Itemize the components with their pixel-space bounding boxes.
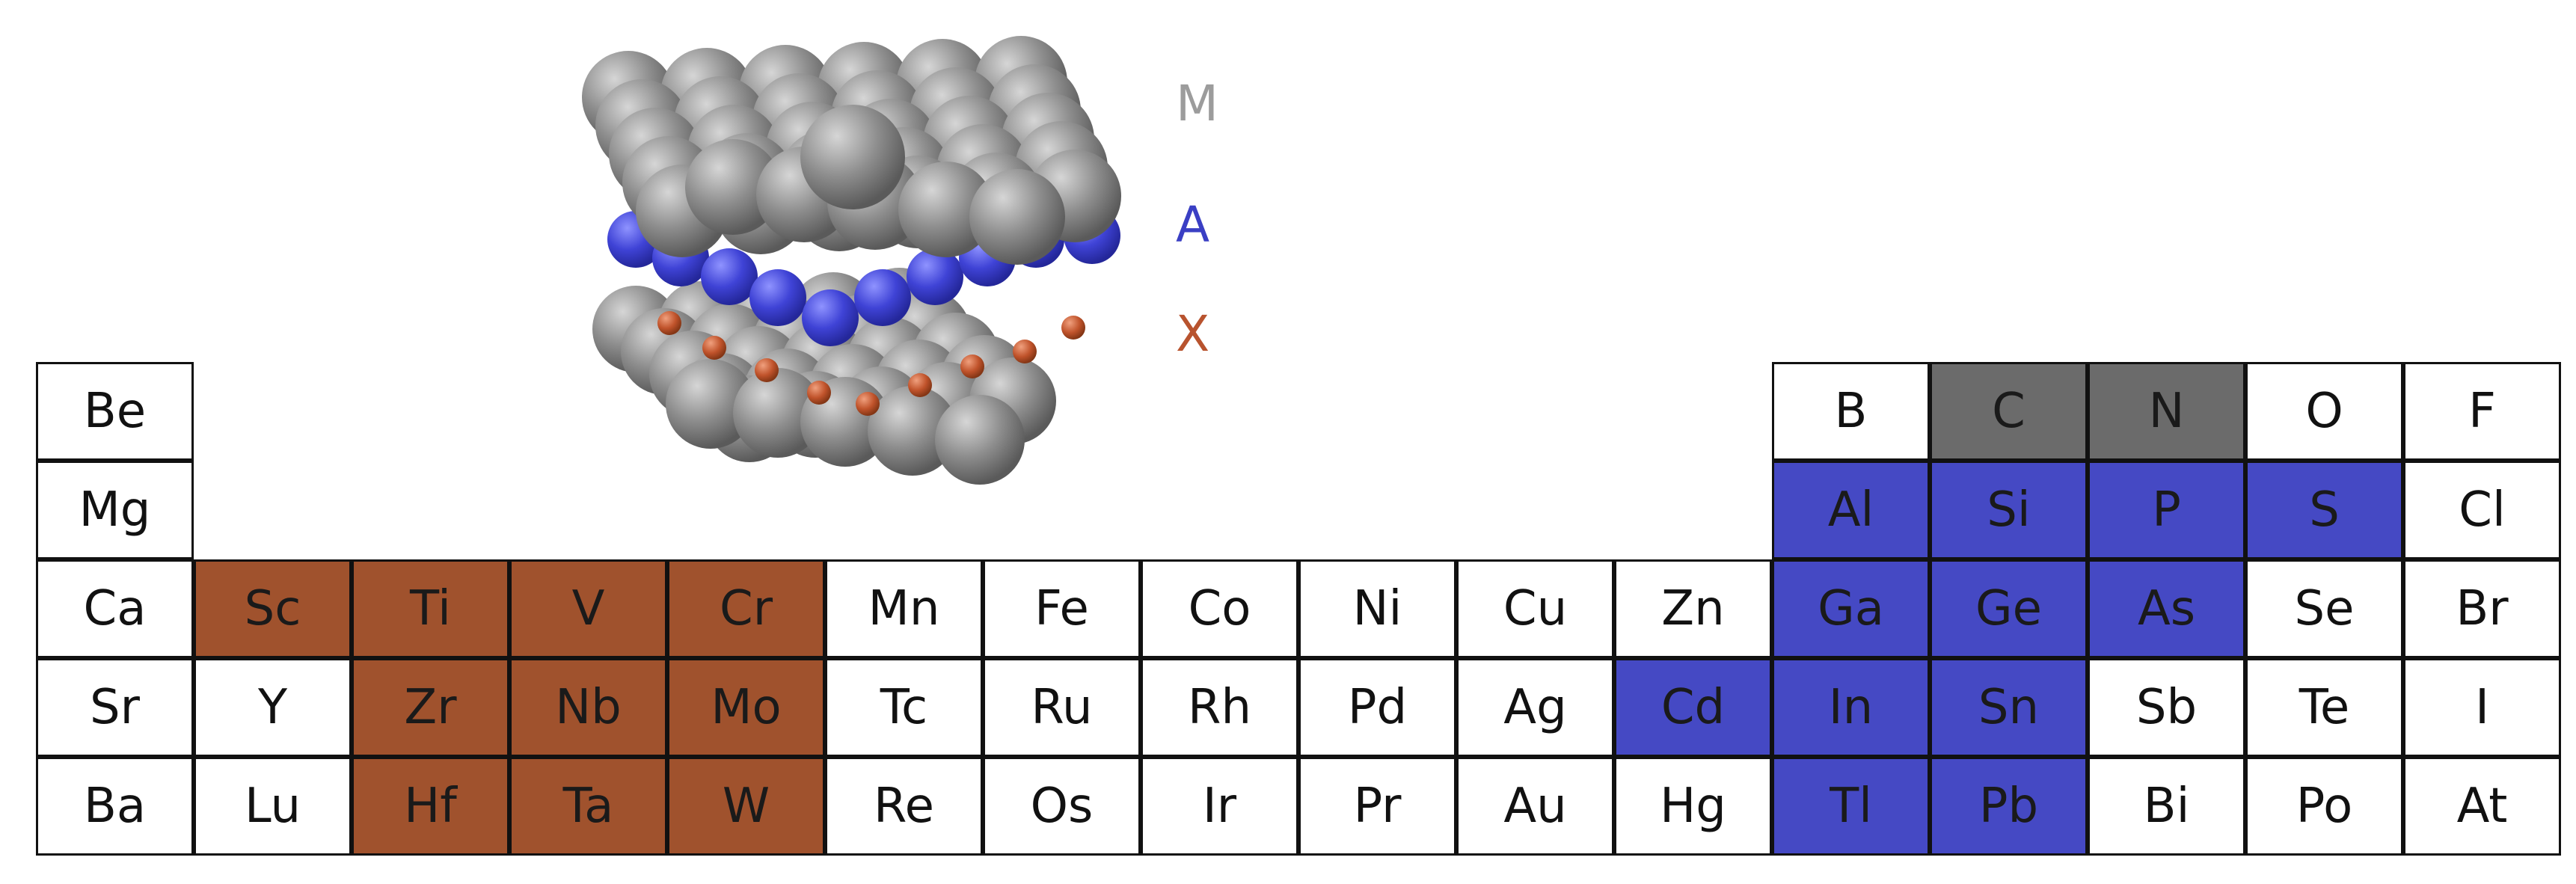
element-cell-hf: Hf xyxy=(352,757,509,856)
element-cell-ge: Ge xyxy=(1930,559,2088,658)
element-cell-be: Be xyxy=(36,362,194,461)
element-cell-mg: Mg xyxy=(36,461,194,559)
a-atom xyxy=(802,289,859,346)
element-cell-tl: Tl xyxy=(1772,757,1930,856)
element-cell-ca: Ca xyxy=(36,559,194,658)
x-atom xyxy=(960,354,984,378)
m-atom xyxy=(800,105,905,209)
element-cell-as: As xyxy=(2088,559,2245,658)
element-cell-ta: Ta xyxy=(509,757,667,856)
element-cell-sr: Sr xyxy=(36,658,194,757)
element-cell-se: Se xyxy=(2245,559,2403,658)
element-cell-os: Os xyxy=(983,757,1141,856)
element-cell-sn: Sn xyxy=(1930,658,2088,757)
element-cell-ti: Ti xyxy=(352,559,509,658)
legend-label-x: X xyxy=(1176,305,1210,363)
element-cell-n: N xyxy=(2088,362,2245,461)
element-cell-o: O xyxy=(2245,362,2403,461)
element-cell-v: V xyxy=(509,559,667,658)
m-atom xyxy=(733,368,823,458)
element-cell-po: Po xyxy=(2245,757,2403,856)
element-cell-re: Re xyxy=(825,757,983,856)
element-cell-ag: Ag xyxy=(1456,658,1614,757)
element-cell-au: Au xyxy=(1456,757,1614,856)
a-atom xyxy=(749,269,806,326)
element-cell-ni: Ni xyxy=(1298,559,1456,658)
element-cell-p: P xyxy=(2088,461,2245,559)
element-cell-tc: Tc xyxy=(825,658,983,757)
element-cell-zr: Zr xyxy=(352,658,509,757)
element-cell-zn: Zn xyxy=(1614,559,1772,658)
element-cell-lu: Lu xyxy=(194,757,352,856)
element-cell-w: W xyxy=(667,757,825,856)
element-cell-cl: Cl xyxy=(2403,461,2561,559)
x-atom xyxy=(1013,340,1037,363)
element-cell-fe: Fe xyxy=(983,559,1141,658)
element-cell-hg: Hg xyxy=(1614,757,1772,856)
element-cell-pd: Pd xyxy=(1298,658,1456,757)
m-atom xyxy=(898,162,994,257)
top-m-layer xyxy=(582,36,1121,265)
x-atom xyxy=(702,336,726,360)
m-atom xyxy=(935,395,1025,485)
element-cell-cd: Cd xyxy=(1614,658,1772,757)
x-atom xyxy=(657,311,681,335)
element-cell-c: C xyxy=(1930,362,2088,461)
element-cell-y: Y xyxy=(194,658,352,757)
element-cell-mn: Mn xyxy=(825,559,983,658)
element-cell-br: Br xyxy=(2403,559,2561,658)
m-atom xyxy=(666,359,755,449)
element-cell-at: At xyxy=(2403,757,2561,856)
element-cell-cu: Cu xyxy=(1456,559,1614,658)
element-cell-s: S xyxy=(2245,461,2403,559)
element-cell-te: Te xyxy=(2245,658,2403,757)
max-phase-crystal-illustration xyxy=(582,36,1121,485)
x-atom xyxy=(807,381,831,405)
element-cell-sb: Sb xyxy=(2088,658,2245,757)
element-cell-cr: Cr xyxy=(667,559,825,658)
element-cell-i: I xyxy=(2403,658,2561,757)
x-atom xyxy=(755,358,779,382)
x-atom-layer xyxy=(657,311,1085,416)
x-atom xyxy=(908,373,932,397)
a-atom xyxy=(854,269,911,326)
element-cell-b: B xyxy=(1772,362,1930,461)
element-cell-si: Si xyxy=(1930,461,2088,559)
x-atom xyxy=(856,392,880,416)
m-atom xyxy=(868,386,957,476)
a-atom xyxy=(907,248,963,305)
element-cell-ru: Ru xyxy=(983,658,1141,757)
element-cell-sc: Sc xyxy=(194,559,352,658)
a-atom xyxy=(701,248,758,305)
legend-label-m: M xyxy=(1176,75,1218,132)
element-cell-ba: Ba xyxy=(36,757,194,856)
m-atom xyxy=(969,169,1065,265)
element-cell-bi: Bi xyxy=(2088,757,2245,856)
legend-label-a: A xyxy=(1176,196,1210,254)
element-cell-f: F xyxy=(2403,362,2561,461)
element-cell-pb: Pb xyxy=(1930,757,2088,856)
element-cell-al: Al xyxy=(1772,461,1930,559)
element-cell-pr: Pr xyxy=(1298,757,1456,856)
element-cell-rh: Rh xyxy=(1141,658,1298,757)
element-cell-ga: Ga xyxy=(1772,559,1930,658)
element-cell-in: In xyxy=(1772,658,1930,757)
element-cell-co: Co xyxy=(1141,559,1298,658)
element-cell-nb: Nb xyxy=(509,658,667,757)
element-cell-ir: Ir xyxy=(1141,757,1298,856)
element-cell-mo: Mo xyxy=(667,658,825,757)
x-atom xyxy=(1061,316,1085,340)
m-atom xyxy=(685,139,781,235)
